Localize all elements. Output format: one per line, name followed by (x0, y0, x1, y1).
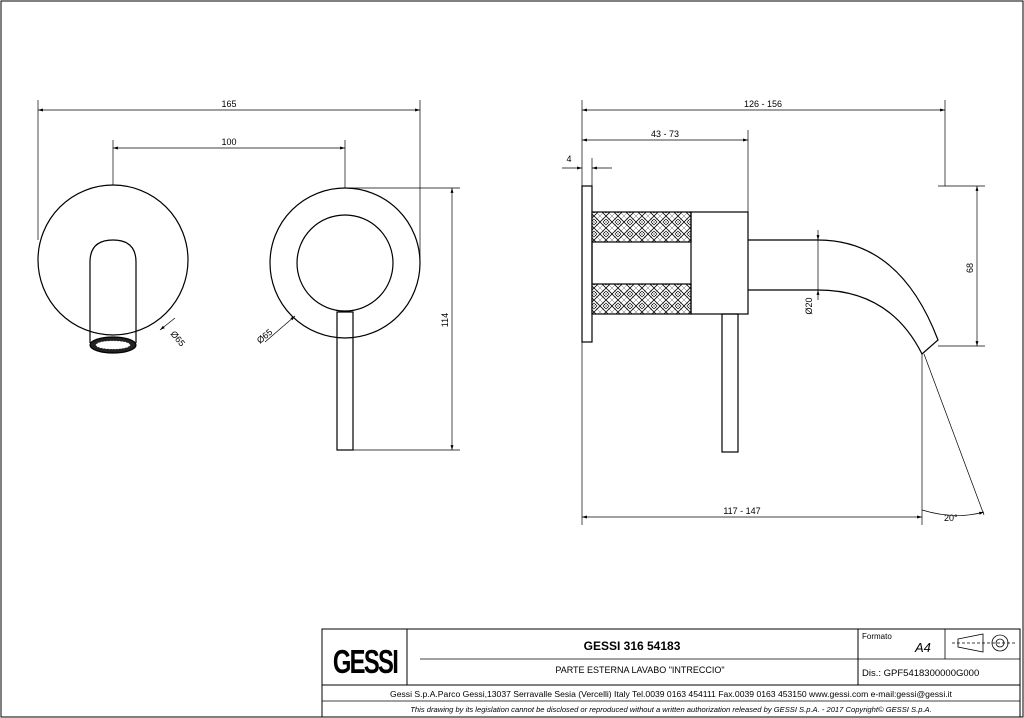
handle-cartridge (690, 211, 749, 315)
dim-114: 114 (440, 313, 450, 327)
woven-body-bottom (591, 283, 692, 315)
dim-68: 68 (965, 263, 975, 273)
title-block: GESSI GESSI 316 54183 PARTE ESTERNA LAVA… (321, 628, 1021, 718)
dim-dia-65-handle: Ø65 (255, 327, 274, 346)
wall-plate (581, 185, 593, 343)
company-logo: GESSI (333, 644, 398, 681)
woven-body-top (591, 211, 692, 243)
spout-front (89, 239, 137, 343)
dim-43-73: 43 - 73 (651, 129, 679, 139)
dim-126-156: 126 - 156 (744, 99, 782, 109)
dim-165: 165 (221, 99, 236, 109)
dim-117-147: 117 - 147 (723, 506, 760, 516)
projection-symbol-icon (952, 633, 1016, 653)
dim-dia-20: Ø20 (804, 297, 814, 314)
front-view (37, 184, 421, 451)
handle-rosette (269, 187, 421, 339)
drawing-number: Dis.: GPF5418300000G000 (862, 668, 979, 679)
lever-front (336, 311, 354, 451)
format-value: A4 (914, 640, 931, 655)
spout-side (748, 239, 939, 355)
side-dimensions (562, 100, 985, 525)
format-label: Formato (862, 632, 892, 641)
copyright-disclaimer: This drawing by its legislation cannot b… (410, 705, 931, 714)
lever-side (721, 313, 739, 453)
dim-dia-65-spout: Ø65 (168, 329, 187, 348)
company-address: Gessi S.p.A.Parco Gessi,13037 Serravalle… (390, 689, 952, 699)
side-view (581, 185, 939, 453)
side-dimension-labels: 126 - 156 43 - 73 4 68 Ø20 117 - 147 20° (566, 99, 975, 523)
dim-angle-20: 20° (944, 513, 958, 523)
front-dimension-labels: 165 100 114 Ø65 Ø65 (168, 99, 450, 348)
product-code: GESSI 316 54183 (584, 639, 681, 653)
handle-knob (296, 214, 394, 312)
dim-100: 100 (221, 137, 236, 147)
front-dimensions (37, 100, 460, 451)
spout-rosette (37, 184, 189, 336)
product-description: PARTE ESTERNA LAVABO "INTRECCIO" (555, 665, 724, 675)
dim-4: 4 (566, 154, 571, 164)
